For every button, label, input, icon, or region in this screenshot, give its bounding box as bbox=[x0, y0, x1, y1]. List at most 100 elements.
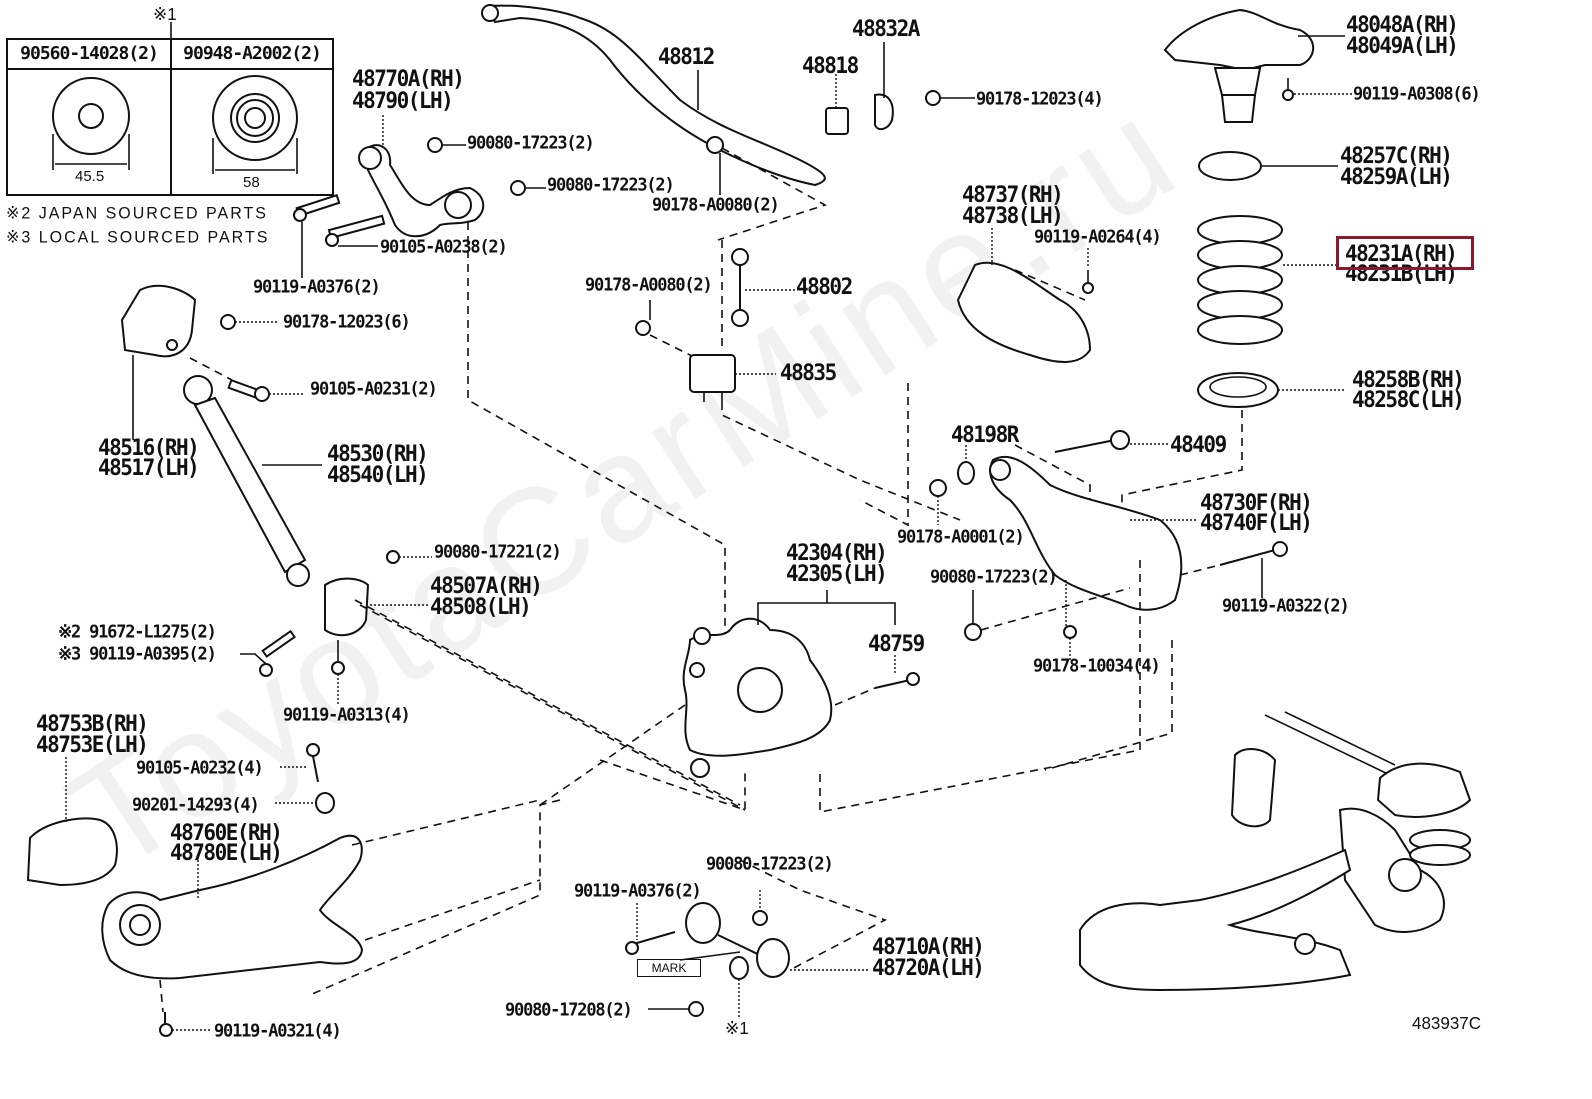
part-callout-nut[interactable]: 90080-17223(2) bbox=[930, 566, 1058, 588]
key-table-part-1: 90560-14028(2) bbox=[8, 40, 170, 70]
part-callout-shock-bracket-lh[interactable]: 48517(LH) bbox=[98, 454, 200, 481]
part-callout-arm-bracket-lh[interactable]: 48508(LH) bbox=[430, 593, 532, 620]
trailing-arm-cover bbox=[26, 817, 118, 887]
part-callout-upper-insulator-rh[interactable]: 48257C(RH) bbox=[1340, 142, 1453, 169]
part-callout-carrier-lh[interactable]: 42305(LH) bbox=[786, 560, 888, 587]
key-table-note-marker: ※1 bbox=[153, 4, 177, 25]
part-callout-trailing-arm-cover-lh[interactable]: 48753E(LH) bbox=[36, 731, 149, 758]
part-callout-upper-arm-rh[interactable]: 48770A(RH) bbox=[352, 65, 465, 92]
part-callout-bolt-48759[interactable]: 48759 bbox=[868, 630, 925, 657]
part-callout-nut[interactable]: 90178-A0080(2) bbox=[585, 274, 713, 296]
bolt-icon bbox=[227, 378, 270, 402]
part-callout-nut[interactable]: 90178-10034(4) bbox=[1033, 655, 1161, 677]
part-callout-washer[interactable]: 90201-14293(4) bbox=[132, 794, 260, 816]
part-callout-lower-arm-rh[interactable]: 48730F(RH) bbox=[1200, 489, 1313, 516]
part-callout-nut[interactable]: 90080-17221(2) bbox=[434, 541, 562, 563]
part-callout-bolt-48409[interactable]: 48409 bbox=[1170, 431, 1227, 458]
nut-icon bbox=[925, 90, 941, 106]
nut-icon bbox=[386, 550, 400, 564]
part-callout-upper-insulator-lh[interactable]: 48259A(LH) bbox=[1340, 163, 1453, 190]
part-callout-nut[interactable]: 90178-12023(6) bbox=[283, 311, 411, 333]
nut-icon bbox=[964, 623, 982, 641]
part-callout-nut[interactable]: 90178-A0001(2) bbox=[897, 526, 1025, 548]
part-callout-coil-spring-rh[interactable]: 48231A(RH) bbox=[1345, 240, 1458, 267]
bolt-icon bbox=[293, 193, 341, 222]
nut-icon bbox=[929, 479, 947, 497]
part-callout-support-rh[interactable]: 48048A(RH) bbox=[1346, 11, 1459, 38]
nut-icon bbox=[220, 314, 236, 330]
part-callout-shock-bracket-rh[interactable]: 48516(RH) bbox=[98, 434, 200, 461]
illustration-code: 483937C bbox=[1412, 1013, 1482, 1033]
part-callout-stabilizer-link[interactable]: 48802 bbox=[796, 273, 853, 300]
part-callout-arm-bracket-rh[interactable]: 48507A(RH) bbox=[430, 572, 543, 599]
axle-carrier bbox=[682, 617, 833, 778]
part-callout-stabilizer-bracket[interactable]: 48832A bbox=[852, 15, 920, 42]
part-callout-bolt[interactable]: 90105-A0232(4) bbox=[136, 757, 264, 779]
part-callout-toe-arm-rh[interactable]: 48710A(RH) bbox=[872, 933, 985, 960]
dimension-label: 45.5 bbox=[75, 168, 105, 185]
part-callout-bolt[interactable]: 90119-A0321(4) bbox=[214, 1020, 342, 1042]
part-callout-shock-absorber-rh[interactable]: 48530(RH) bbox=[327, 440, 429, 467]
bolt-icon bbox=[1219, 541, 1288, 566]
part-callout-bushing[interactable]: 48198R bbox=[951, 421, 1019, 448]
part-callout-stabilizer-bar[interactable]: 48812 bbox=[658, 43, 715, 70]
nut-icon bbox=[706, 136, 724, 154]
part-callout-bolt[interactable]: 90119-A0376(2) bbox=[253, 276, 381, 298]
part-callout-nut[interactable]: 90080-17223(2) bbox=[547, 174, 675, 196]
part-callout-coil-spring-lh[interactable]: 48231B(LH) bbox=[1345, 260, 1458, 287]
part-callout-bolt[interactable]: 90119-A0313(4) bbox=[283, 704, 411, 726]
trailing-arm bbox=[101, 834, 364, 980]
part-callout-bolt[interactable]: 90119-A0264(4) bbox=[1034, 226, 1162, 248]
part-callout-toe-arm-lh[interactable]: 48720A(LH) bbox=[872, 954, 985, 981]
stabilizer-bushing-icon bbox=[825, 107, 849, 135]
nut-icon bbox=[635, 320, 651, 336]
part-callout-stabilizer-bracket-lower[interactable]: 48835 bbox=[780, 359, 837, 386]
part-callout-trailing-arm-cover-rh[interactable]: 48753B(RH) bbox=[36, 710, 149, 737]
part-callout-bolt[interactable]: 90119-A0308(6) bbox=[1353, 83, 1481, 105]
arm-bracket bbox=[324, 577, 370, 637]
part-callout-bolt-japan[interactable]: ※2 91672-L1275(2) bbox=[58, 621, 217, 643]
part-callout-bolt[interactable]: 90105-A0231(2) bbox=[310, 378, 438, 400]
part-callout-lower-insulator-lh[interactable]: 48258C(LH) bbox=[1352, 386, 1465, 413]
part-callout-cover-lh[interactable]: 48738(LH) bbox=[962, 202, 1064, 229]
part-callout-carrier-rh[interactable]: 42304(RH) bbox=[786, 539, 888, 566]
part-callout-nut[interactable]: 90178-12023(4) bbox=[976, 88, 1104, 110]
part-callout-bolt[interactable]: 90119-A0376(2) bbox=[574, 880, 702, 902]
washer-45-5-icon bbox=[52, 77, 130, 170]
dimension-label: 58 bbox=[243, 174, 260, 191]
bolt-icon bbox=[331, 640, 345, 675]
part-callout-lower-arm-lh[interactable]: 48740F(LH) bbox=[1200, 509, 1313, 536]
part-callout-nut[interactable]: 90080-17223(2) bbox=[467, 132, 595, 154]
toe-arm bbox=[685, 902, 790, 978]
stabilizer-bracket-lower bbox=[689, 354, 736, 402]
shock-absorber bbox=[183, 375, 310, 587]
coil-spring bbox=[1197, 215, 1283, 345]
part-callout-trailing-arm-lh[interactable]: 48780E(LH) bbox=[170, 839, 283, 866]
part-callout-nut[interactable]: 90080-17208(2) bbox=[505, 999, 633, 1021]
assembled-suspension-view bbox=[1079, 711, 1472, 992]
part-callout-bolt[interactable]: 90105-A0238(2) bbox=[380, 236, 508, 258]
part-callout-support-lh[interactable]: 48049A(LH) bbox=[1346, 32, 1459, 59]
part-callout-nut[interactable]: 90178-A0080(2) bbox=[652, 194, 780, 216]
part-callout-upper-arm-lh[interactable]: 48790(LH) bbox=[352, 87, 454, 114]
part-callout-cover-rh[interactable]: 48737(RH) bbox=[962, 181, 1064, 208]
bolt-48409-icon bbox=[1054, 430, 1130, 453]
note-local-sourced: ※3 LOCAL SOURCED PARTS bbox=[6, 229, 270, 247]
bolt-icon bbox=[625, 931, 676, 955]
stabilizer-link bbox=[731, 248, 749, 327]
part-callout-shock-absorber-lh[interactable]: 48540(LH) bbox=[327, 461, 429, 488]
stabilizer-bracket-icon bbox=[874, 93, 894, 131]
bolt-icon bbox=[159, 1012, 173, 1037]
part-callout-nut[interactable]: 90080-17223(2) bbox=[706, 853, 834, 875]
key-table-part-2: 90948-A2002(2) bbox=[170, 40, 332, 70]
bolt-icon bbox=[306, 743, 320, 783]
part-callout-trailing-arm-rh[interactable]: 48760E(RH) bbox=[170, 819, 283, 846]
part-callout-lower-insulator-rh[interactable]: 48258B(RH) bbox=[1352, 366, 1465, 393]
part-callout-bolt-local[interactable]: ※3 90119-A0395(2) bbox=[58, 643, 217, 665]
part-callout-stabilizer-bushing[interactable]: 48818 bbox=[802, 52, 859, 79]
part-callout-bolt[interactable]: 90119-A0322(2) bbox=[1222, 595, 1350, 617]
bolt-icon bbox=[874, 672, 920, 689]
mark-label: MARK bbox=[637, 959, 701, 977]
